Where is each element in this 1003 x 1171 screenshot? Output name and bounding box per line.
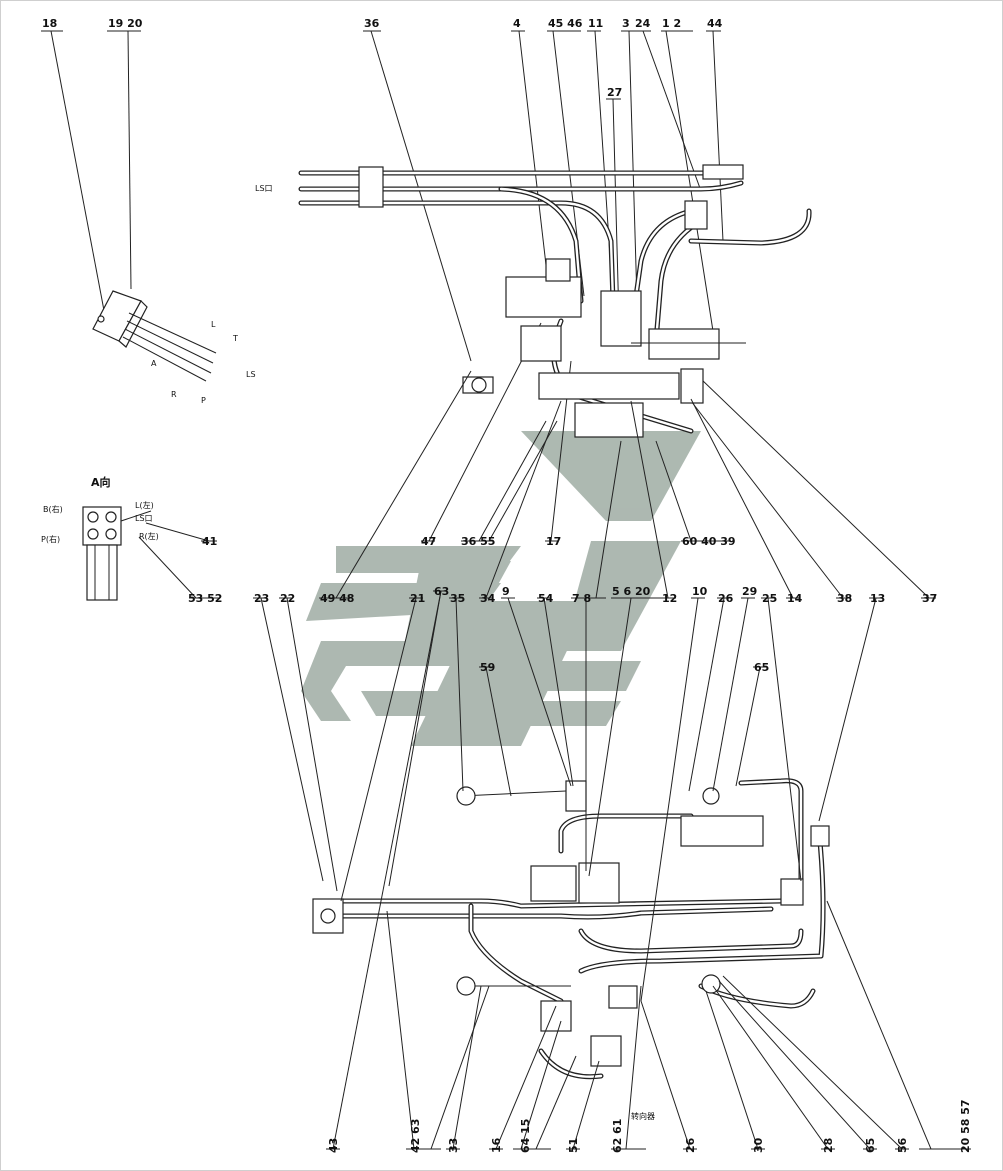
callout-45-46: 45 46 xyxy=(548,17,583,30)
port-label-t: T xyxy=(232,334,238,343)
callout-54: 54 xyxy=(538,592,554,605)
callout-27: 27 xyxy=(607,86,622,99)
callout-10: 10 xyxy=(692,585,708,598)
callout-53-52: 53 52 xyxy=(188,592,222,605)
callout-34: 34 xyxy=(480,592,496,605)
callout-11: 11 xyxy=(588,17,603,30)
a-view-label: A向 xyxy=(91,475,111,489)
callout-24: 24 xyxy=(635,17,651,30)
port-label-ls-port: LS口 xyxy=(135,514,153,523)
callout-9: 9 xyxy=(502,585,510,598)
port-label-p-side: P(右) xyxy=(41,534,60,544)
callout-65-bottom: 65 xyxy=(864,1138,877,1153)
callout-28: 28 xyxy=(822,1138,835,1153)
callout-25: 25 xyxy=(762,592,777,605)
port-label-a: A xyxy=(151,359,157,368)
bottom-components xyxy=(312,780,830,1067)
callout-22: 22 xyxy=(280,592,295,605)
port-label-r: R xyxy=(171,390,177,399)
port-label-ls: LS xyxy=(246,370,256,379)
top-components xyxy=(358,164,746,438)
port-label-p: P xyxy=(201,396,206,405)
callout-63-top: 63 xyxy=(434,585,449,598)
callout-12: 12 xyxy=(662,592,677,605)
callout-23: 23 xyxy=(254,592,269,605)
callout-49-48: 49 48 xyxy=(320,592,354,605)
callout-26-top: 26 xyxy=(718,592,734,605)
callout-44: 44 xyxy=(707,17,723,30)
callout-19-20: 19 20 xyxy=(108,17,143,30)
callout-29: 29 xyxy=(742,585,757,598)
callout-20-58-57: 20 58 57 xyxy=(959,1099,972,1153)
callout-4: 4 xyxy=(513,17,521,30)
bottom-leader-lines xyxy=(253,370,971,1150)
callout-13: 13 xyxy=(870,592,885,605)
callout-35: 35 xyxy=(450,592,465,605)
port-label-l-side: L(左) xyxy=(135,500,154,510)
callout-43: 43 xyxy=(327,1138,340,1153)
port-label-b-side: B(右) xyxy=(43,504,63,514)
callout-51: 51 xyxy=(567,1138,580,1153)
callout-62-61: 62 61 xyxy=(611,1119,624,1153)
port-label-ls-top: LS口 xyxy=(255,184,273,193)
callout-36: 36 xyxy=(364,17,380,30)
callout-5-6-20: 5 6 20 xyxy=(612,585,651,598)
callout-42-63: 42 63 xyxy=(409,1119,422,1153)
callout-17: 17 xyxy=(546,535,561,548)
callout-7-8: 7 8 xyxy=(572,592,591,605)
callout-36-55: 36 55 xyxy=(461,535,495,548)
port-label-l: L xyxy=(211,320,216,329)
callout-18: 18 xyxy=(42,17,57,30)
leader-lines xyxy=(41,30,936,599)
callout-26-bottom: 26 xyxy=(684,1137,697,1153)
callout-59: 59 xyxy=(480,661,495,674)
callout-33: 33 xyxy=(447,1138,460,1153)
callout-65-top: 65 xyxy=(754,661,769,674)
callout-47: 47 xyxy=(421,535,436,548)
callout-30: 30 xyxy=(752,1137,765,1153)
callout-60-40-39: 60 40 39 xyxy=(682,535,736,548)
callout-1-2: 1 2 xyxy=(662,17,681,30)
callout-16: 16 xyxy=(490,1137,503,1153)
callout-41: 41 xyxy=(202,535,217,548)
callout-3: 3 xyxy=(622,17,630,30)
a-view-detail xyxy=(82,506,152,601)
callout-56: 56 xyxy=(896,1137,909,1153)
callout-14: 14 xyxy=(787,592,803,605)
callout-64-15: 64 15 xyxy=(519,1119,532,1153)
callout-37: 37 xyxy=(922,592,937,605)
callout-21: 21 xyxy=(410,592,425,605)
control-valve-sketch xyxy=(92,290,217,382)
port-label-r-side: R(左) xyxy=(139,531,159,541)
steering-unit-label: 转向器 xyxy=(631,1111,655,1121)
callout-38: 38 xyxy=(837,592,852,605)
